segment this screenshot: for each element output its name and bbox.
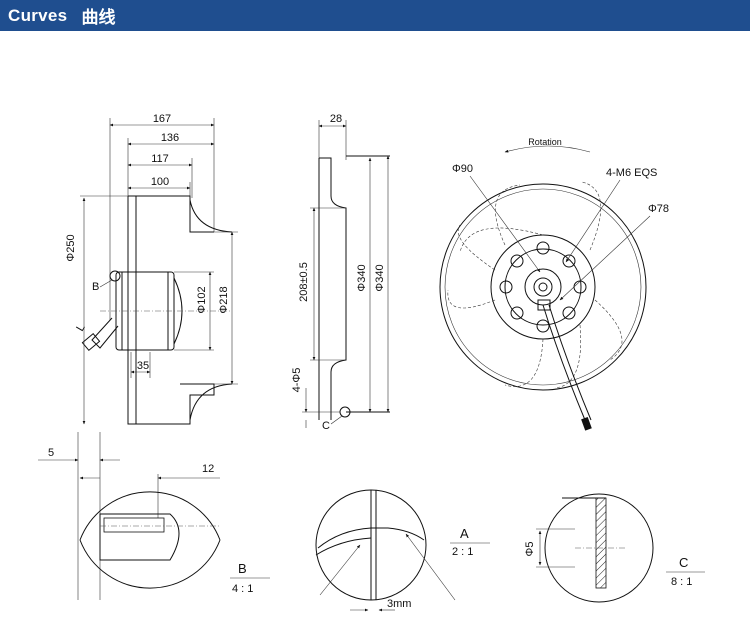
dim-28: 28	[330, 113, 342, 125]
label-l: L	[74, 322, 87, 333]
detail-a-name: A	[460, 526, 469, 541]
detail-c: Φ5 C 8 : 1	[524, 493, 705, 603]
label-phi78: Φ78	[648, 203, 669, 215]
dim-35: 35	[137, 360, 149, 372]
dim-100: 100	[151, 176, 169, 188]
dim-phi5: Φ5	[524, 542, 536, 557]
profile-view: 28 208±0.5 Φ340 Φ340 4-Φ5 C	[291, 113, 390, 432]
detail-c-scale: 8 : 1	[671, 576, 692, 588]
detail-b-name: B	[238, 561, 247, 576]
dim-3mm: 3mm	[387, 598, 411, 610]
front-view: Rotation Φ90 4-M6 EQS Φ78	[439, 137, 669, 431]
detail-b: 5 12 B 4 : 1	[38, 432, 270, 600]
label-b: B	[92, 281, 99, 293]
dim-12: 12	[202, 463, 214, 475]
header-title-cn: 曲线	[81, 8, 116, 28]
dim-phi340-a: Φ340	[356, 264, 368, 291]
dim-phi340-b: Φ340	[374, 264, 386, 291]
header-title-en: Curves	[8, 5, 68, 25]
dim-167: 167	[153, 113, 171, 125]
dim-phi102: Φ102	[196, 286, 208, 313]
detail-c-name: C	[679, 555, 688, 570]
side-view: 167 136 117 100 Φ250	[65, 113, 238, 425]
section-header: Curves 曲线	[0, 0, 750, 31]
dim-5: 5	[48, 447, 54, 459]
dim-phi218: Φ218	[218, 286, 230, 313]
detail-b-scale: 4 : 1	[232, 583, 253, 595]
label-4m6: 4-M6 EQS	[606, 167, 657, 179]
technical-drawing: 167 136 117 100 Φ250	[0, 31, 750, 629]
dim-phi250: Φ250	[65, 234, 77, 261]
detail-a-scale: 2 : 1	[452, 546, 473, 558]
label-c: C	[322, 420, 330, 432]
dim-117: 117	[151, 153, 169, 165]
label-rotation: Rotation	[528, 137, 562, 147]
dim-136: 136	[161, 132, 179, 144]
dim-4phi5: 4-Φ5	[291, 368, 303, 393]
label-phi90: Φ90	[452, 163, 473, 175]
dim-208: 208±0.5	[298, 262, 310, 302]
detail-a: 3mm A 2 : 1	[315, 489, 490, 612]
